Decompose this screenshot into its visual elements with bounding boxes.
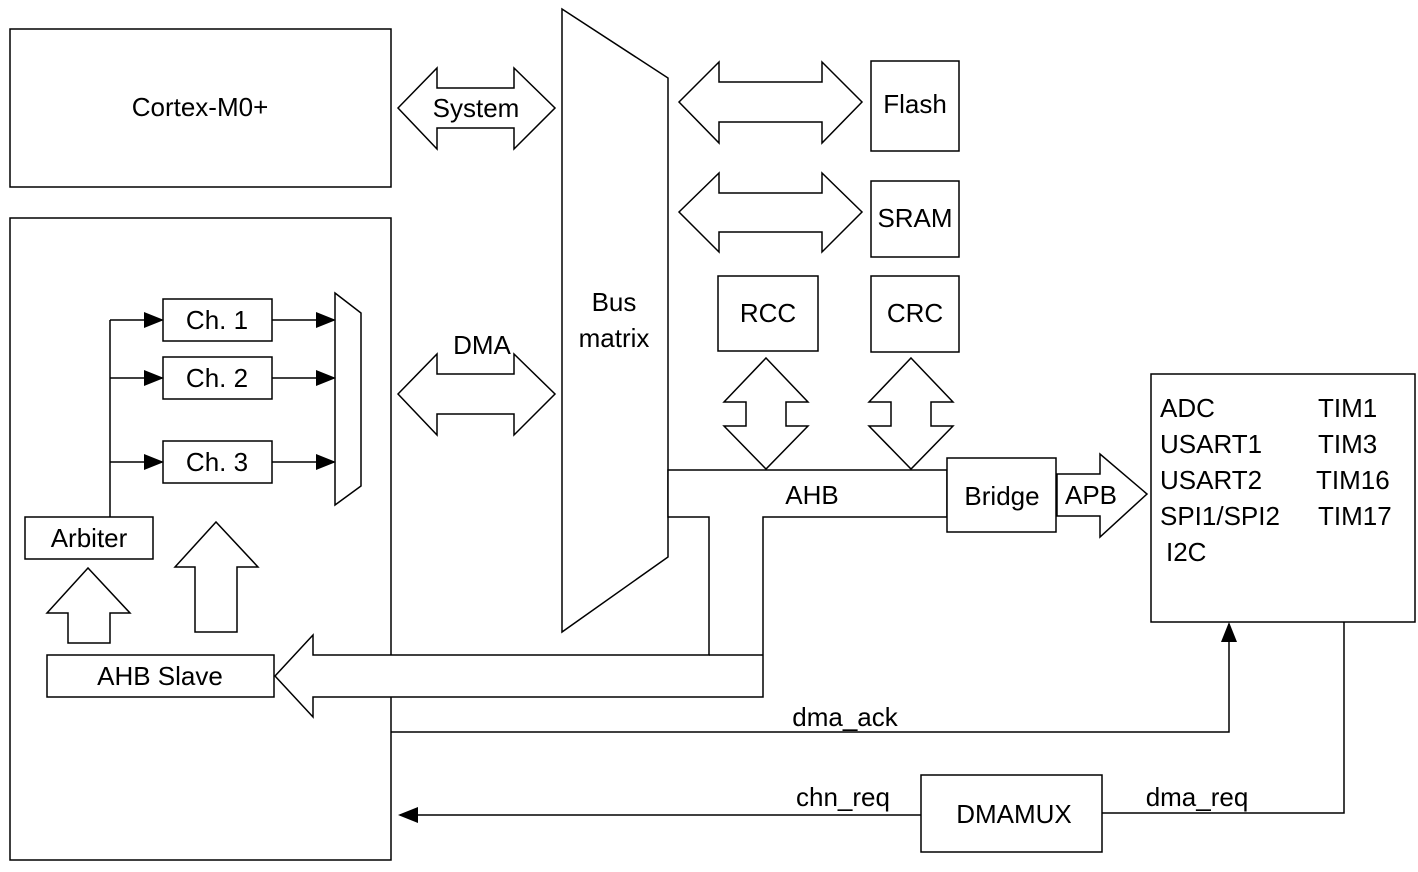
slave-to-arbiter-arrow [45,566,132,644]
dmamux-block [920,774,1103,853]
peripheral-tim17: TIM17 [1318,501,1392,531]
apb-label: APB [1065,480,1117,510]
bus-matrix-block [561,7,669,634]
dma-bus-label: DMA [453,330,511,360]
peripheral-usart2: USART2 [1160,465,1262,495]
channel-1-label: Ch. 1 [186,305,248,335]
flash-bus-arrow [677,60,864,145]
crc-bus-arrow [867,356,955,471]
channel-3-label: Ch. 3 [186,447,248,477]
peripheral-tim16: TIM16 [1316,465,1390,495]
peripheral-spi: SPI1/SPI2 [1160,501,1280,531]
channel-2-label: Ch. 2 [186,363,248,393]
cortex-m0-label: Cortex-M0+ [132,92,269,122]
channel-2-block [162,356,273,400]
dma-ack-label: dma_ack [792,702,898,732]
rcc-block [717,275,819,352]
peripherals-block [1150,373,1416,623]
crc-block [870,275,960,353]
peripheral-tim1: TIM1 [1318,393,1377,423]
peripheral-usart1: USART1 [1160,429,1262,459]
arbiter-block [24,516,154,560]
arbiter-label: Arbiter [51,523,128,553]
sram-block [870,180,960,258]
channel-1-block [162,298,273,342]
bridge-block [946,457,1057,533]
dma-req-wire [1102,622,1345,814]
dma-req-label: dma_req [1146,782,1249,812]
peripheral-adc: ADC [1160,393,1215,423]
ahb-slave-block [46,654,275,698]
bus-matrix-label-2: matrix [579,323,650,353]
peripheral-tim3: TIM3 [1318,429,1377,459]
dma-ack-wire [391,622,1237,733]
cortex-m0-block [9,28,392,188]
sram-label: SRAM [877,203,952,233]
ahb-slave-label: AHB Slave [97,661,223,691]
flash-block [870,60,960,152]
bridge-label: Bridge [964,481,1039,511]
peripheral-i2c: I2C [1166,537,1206,567]
system-bus-label: System [433,93,520,123]
ahb-label: AHB [785,480,838,510]
sram-bus-arrow [677,171,864,254]
ahb-bus [273,469,948,719]
dma-bus-arrow [396,352,557,437]
rcc-bus-arrow [722,356,810,471]
chn-req-label: chn_req [796,782,890,812]
apb-bus-arrow [1056,452,1149,539]
slave-to-channels-arrow [173,520,260,633]
rcc-label: RCC [740,298,796,328]
flash-label: Flash [883,89,947,119]
channel-mux [334,291,362,507]
dmamux-label: DMAMUX [956,799,1072,829]
bus-matrix-label-1: Bus [592,287,637,317]
crc-label: CRC [887,298,943,328]
system-bus-arrow [396,66,557,151]
channel-3-block [162,440,273,484]
